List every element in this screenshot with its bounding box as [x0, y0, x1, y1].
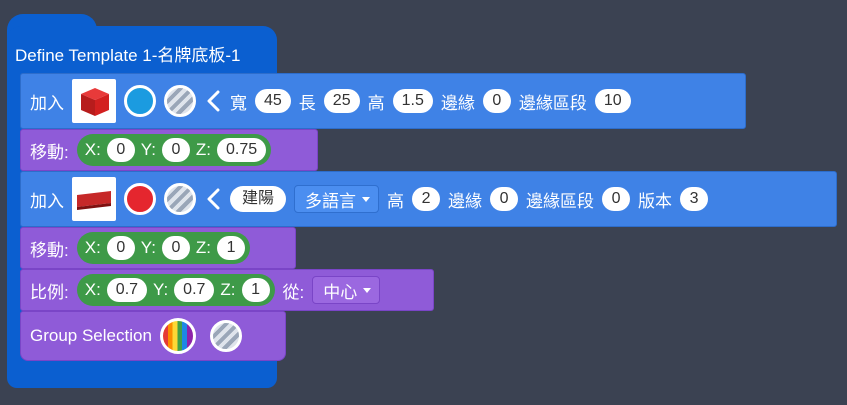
z-label: Z: [195, 140, 212, 159]
add-cube-block[interactable]: 加入 寬 45 長 25 高 1.5 邊緣 0 邊緣區段 10 [20, 73, 746, 129]
y-label: Y: [153, 280, 169, 299]
language-dropdown[interactable]: 多語言 [294, 185, 380, 213]
chevron-down-icon [363, 287, 372, 293]
x-label: X: [84, 280, 101, 299]
height-label: 高 [387, 191, 405, 211]
move-keyword: 移動: [30, 240, 69, 260]
x-label: X: [84, 238, 101, 257]
x-label: X: [84, 140, 101, 159]
color-swatch-red[interactable] [124, 183, 156, 215]
hole-toggle-icon[interactable] [164, 183, 196, 215]
chevron-down-icon [362, 196, 371, 202]
from-dropdown-value: 中心 [323, 282, 358, 302]
height-input[interactable]: 1.5 [392, 89, 433, 113]
x-input[interactable]: 0 [106, 138, 135, 162]
template-title: Define Template 1-名牌底板-1 [15, 46, 241, 65]
y-input[interactable]: 0 [161, 236, 190, 260]
edge-segment-input[interactable]: 0 [602, 187, 631, 211]
z-input[interactable]: 1 [217, 236, 246, 260]
collapse-chevron-icon[interactable] [204, 187, 222, 211]
y-label: Y: [140, 238, 156, 257]
edge-segment-label: 邊緣區段 [526, 191, 595, 211]
move-keyword: 移動: [30, 142, 69, 162]
group-selection-label: Group Selection [30, 326, 152, 345]
y-input[interactable]: 0 [161, 138, 190, 162]
text-input[interactable]: 建陽 [230, 186, 287, 212]
move-block[interactable]: 移動: X: 0 Y: 0 Z: 0.75 [20, 129, 318, 171]
add-text-block[interactable]: 加入 建陽 多語言 高 2 邊緣 0 邊緣區段 0 版本 3 [20, 171, 837, 227]
edge-label: 邊緣 [440, 93, 475, 113]
version-input[interactable]: 3 [680, 187, 709, 211]
rainbow-color-swatch-icon[interactable] [159, 318, 196, 354]
version-label: 版本 [638, 191, 673, 211]
edge-label: 邊緣 [448, 191, 483, 211]
hole-toggle-icon[interactable] [209, 320, 242, 352]
width-label: 寬 [230, 93, 247, 113]
hole-toggle-icon[interactable] [164, 85, 196, 117]
scale-keyword: 比例: [30, 282, 69, 302]
add-keyword: 加入 [30, 191, 64, 211]
xyz-group: X: 0 Y: 0 Z: 0.75 [76, 134, 272, 166]
language-dropdown-value: 多語言 [305, 191, 357, 211]
z-label: Z: [195, 238, 212, 257]
scale-block[interactable]: 比例: X: 0.7 Y: 0.7 Z: 1 從: 中心 [20, 269, 434, 311]
x-input[interactable]: 0 [106, 236, 135, 260]
edge-segment-input[interactable]: 10 [594, 89, 631, 113]
color-swatch-blue[interactable] [124, 85, 156, 117]
text-thumbnail[interactable] [72, 177, 116, 221]
add-keyword: 加入 [30, 93, 64, 113]
y-label: Y: [140, 140, 156, 159]
edge-segment-label: 邊緣區段 [518, 93, 587, 113]
edge-input[interactable]: 0 [482, 89, 511, 113]
z-input[interactable]: 1 [241, 278, 270, 302]
y-input[interactable]: 0.7 [174, 278, 215, 302]
xyz-group: X: 0 Y: 0 Z: 1 [76, 232, 251, 264]
red-text-logo-icon [77, 191, 111, 210]
edge-input[interactable]: 0 [490, 187, 519, 211]
width-input[interactable]: 45 [255, 89, 291, 113]
move-block[interactable]: 移動: X: 0 Y: 0 Z: 1 [20, 227, 296, 269]
x-input[interactable]: 0.7 [106, 278, 148, 302]
height-input[interactable]: 2 [412, 187, 441, 211]
group-selection-block[interactable]: Group Selection [20, 311, 286, 361]
length-label: 長 [298, 93, 316, 113]
collapse-chevron-icon[interactable] [204, 89, 222, 113]
from-label: 從: [282, 282, 305, 302]
xyz-group: X: 0.7 Y: 0.7 Z: 1 [76, 274, 275, 306]
cube-thumbnail[interactable] [72, 79, 116, 123]
z-label: Z: [220, 280, 236, 299]
height-label: 高 [367, 93, 385, 113]
from-dropdown[interactable]: 中心 [312, 276, 381, 304]
length-input[interactable]: 25 [323, 89, 360, 113]
z-input[interactable]: 0.75 [217, 138, 267, 162]
red-cube-icon [81, 88, 109, 116]
